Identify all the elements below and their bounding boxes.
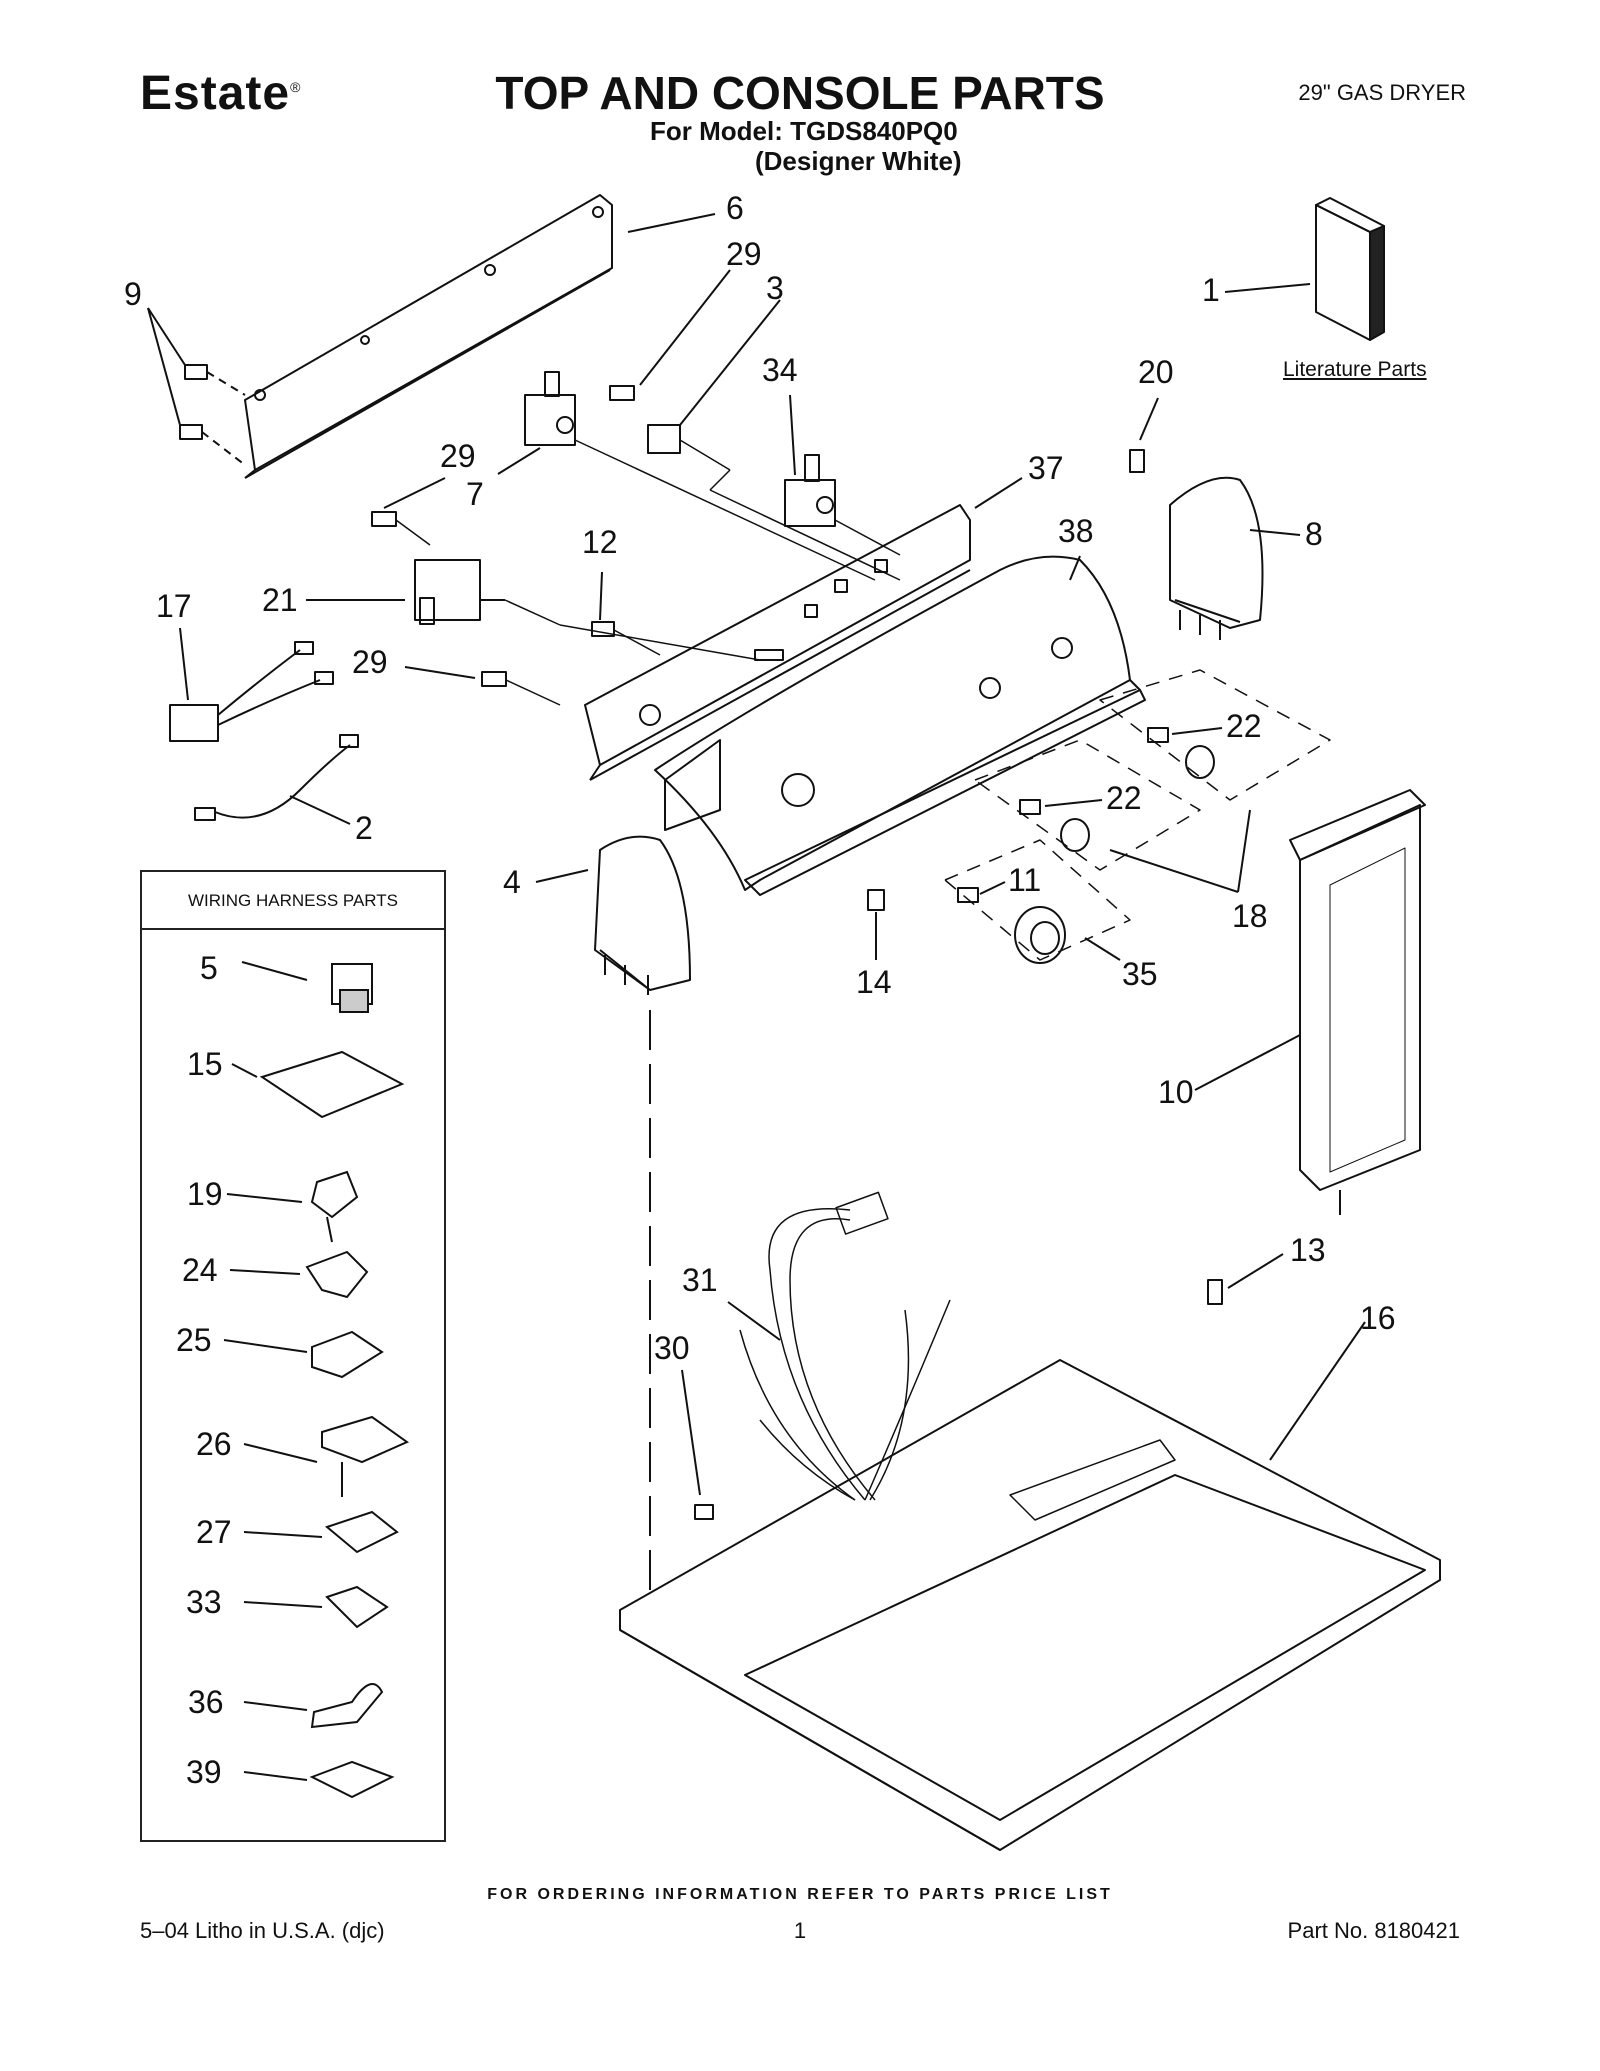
- model-line: For Model: TGDS840PQ0: [650, 116, 958, 146]
- callout-10: 10: [1158, 1074, 1194, 1110]
- callout-18: 18: [1232, 898, 1268, 934]
- callout-leaders: [147, 213, 1366, 1496]
- part-16-top: [619, 1359, 1441, 1851]
- callout-29: 29: [440, 438, 476, 474]
- part-9-screws: [179, 364, 246, 466]
- callout-6: 6: [726, 190, 744, 226]
- callout-9: 9: [124, 276, 142, 312]
- callout-1: 1: [1202, 272, 1220, 308]
- part-8-endcap: [1169, 476, 1264, 640]
- part-4-endcap: [594, 835, 691, 1600]
- part-13-screw: [1207, 1279, 1223, 1305]
- callout-37: 37: [1028, 450, 1064, 486]
- part-18-outline: [944, 669, 1331, 961]
- page-number: 1: [793, 1918, 807, 1943]
- part-21-timer: [414, 559, 505, 625]
- callout-2: 2: [355, 810, 373, 846]
- harness-callout-36: 36: [188, 1684, 224, 1720]
- part-14-screw: [867, 889, 885, 911]
- callout-7: 7: [466, 476, 484, 512]
- callout-30: 30: [654, 1330, 690, 1366]
- wiring-harness-title: WIRING HARNESS PARTS: [142, 872, 444, 930]
- part-17-harness: [169, 641, 334, 742]
- part-30-clip: [694, 1504, 714, 1520]
- brand-logo: Estate®: [140, 67, 302, 120]
- callout-4: 4: [503, 864, 521, 900]
- part-22-knob-b: [1019, 799, 1090, 852]
- part-2-wire: [194, 734, 359, 821]
- harness-callout-26: 26: [196, 1426, 232, 1462]
- page-title: TOP AND CONSOLE PARTS: [495, 67, 1105, 119]
- callout-11: 11: [1008, 862, 1042, 898]
- part-29-screw-a: [609, 385, 635, 401]
- callout-22: 22: [1106, 780, 1142, 816]
- litho-info: 5–04 Litho in U.S.A. (djc): [140, 1918, 385, 1943]
- harness-callout-27: 27: [196, 1514, 232, 1550]
- callout-3: 3: [766, 270, 784, 306]
- harness-callout-15: 15: [187, 1046, 223, 1082]
- part-22-knob-a: [1147, 727, 1215, 779]
- harness-callout-24: 24: [182, 1252, 218, 1288]
- harness-callout-5: 5: [200, 950, 218, 986]
- callout-21: 21: [262, 582, 298, 618]
- callout-8: 8: [1305, 516, 1323, 552]
- harness-callout-39: 39: [186, 1754, 222, 1790]
- callout-14: 14: [856, 964, 892, 1000]
- callout-35: 35: [1122, 956, 1158, 992]
- callout-13: 13: [1290, 1232, 1326, 1268]
- part-29-screw-c: [481, 671, 507, 687]
- part-6-bracket: [244, 194, 613, 479]
- harness-callout-19: 19: [187, 1176, 223, 1212]
- callout-12: 12: [582, 524, 618, 560]
- callout-29: 29: [352, 644, 388, 680]
- part-20-screw: [1129, 449, 1145, 473]
- part-3-connector: [647, 424, 681, 454]
- callout-16: 16: [1360, 1300, 1396, 1336]
- harness-callout-33: 33: [186, 1584, 222, 1620]
- part-12-screw: [591, 621, 615, 637]
- ordering-note: FOR ORDERING INFORMATION REFER TO PARTS …: [487, 1886, 1113, 1903]
- part-29-screw-b: [371, 511, 397, 527]
- part-1-literature: [1315, 197, 1385, 341]
- product-label: 29" GAS DRYER: [1298, 80, 1466, 105]
- literature-parts-label: Literature Parts: [1283, 358, 1427, 381]
- callout-34: 34: [762, 352, 798, 388]
- harness-callout-25: 25: [176, 1322, 212, 1358]
- part-number: Part No. 8180421: [1287, 1918, 1460, 1943]
- callout-17: 17: [156, 588, 192, 624]
- part-34-switch: [784, 454, 836, 527]
- callout-20: 20: [1138, 354, 1174, 390]
- callout-22: 22: [1226, 708, 1262, 744]
- callout-29: 29: [726, 236, 762, 272]
- part-35-knob: [957, 887, 1066, 964]
- color-line: (Designer White): [755, 146, 962, 176]
- part-31-harness: [739, 1191, 951, 1501]
- callout-38: 38: [1058, 513, 1094, 549]
- part-7-switch: [524, 371, 576, 446]
- part-10-lint-screen: [1289, 789, 1426, 1215]
- part-38-console: [654, 555, 1146, 896]
- wiring-harness-box: WIRING HARNESS PARTS 5 15 19 24 25: [140, 870, 446, 1842]
- harness-parts-art: [223, 961, 410, 1799]
- part-37-plate: [584, 504, 971, 781]
- callout-31: 31: [682, 1262, 718, 1298]
